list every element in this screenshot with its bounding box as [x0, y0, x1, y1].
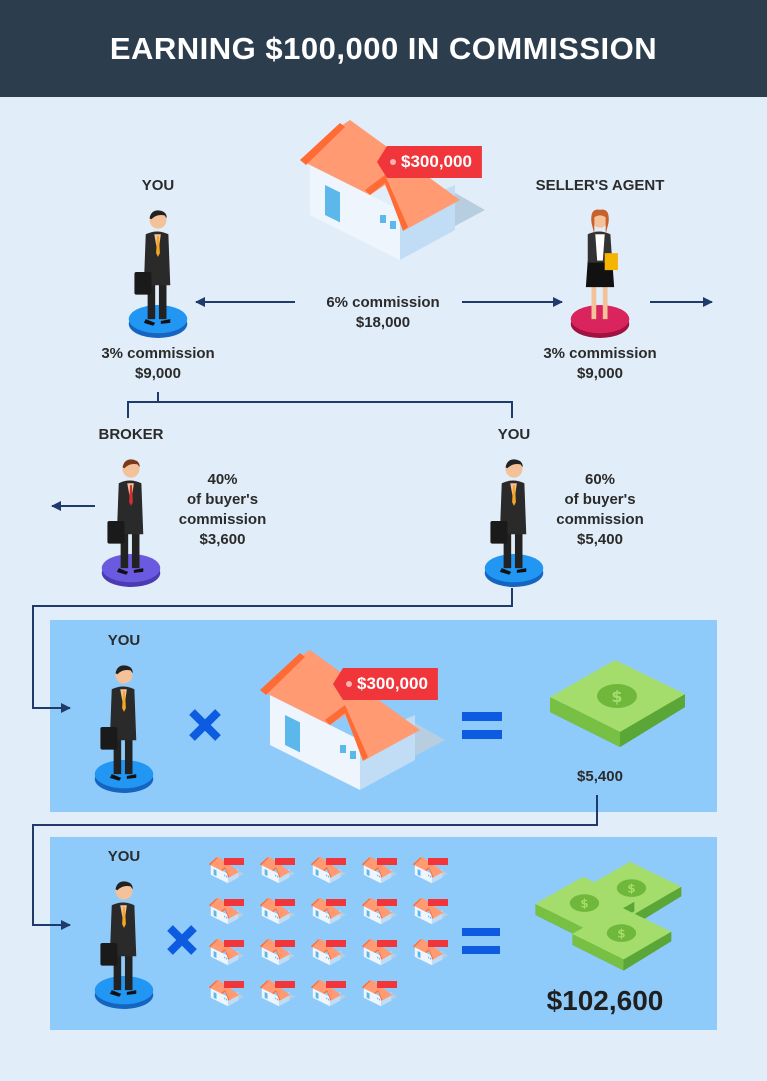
broker-desc: of buyer's — [186, 491, 259, 508]
seller-commission-amt: $9,000 — [577, 365, 623, 382]
mini-price-tag-icon — [326, 858, 346, 865]
you-desc2: commission — [556, 511, 644, 528]
broker-amt: $3,600 — [199, 531, 246, 548]
you-desc: of buyer's — [564, 491, 636, 508]
you-commission-amt: $9,000 — [135, 365, 181, 382]
mini-price-tag-icon — [275, 858, 295, 865]
mini-price-tag-icon — [326, 899, 346, 906]
mini-price-tag-icon — [224, 981, 244, 988]
you-split-label: YOU — [497, 426, 531, 443]
you-commission-pct: 3% commission — [101, 345, 215, 362]
mini-price-tag-icon — [428, 858, 448, 865]
mini-price-tag-icon — [275, 981, 295, 988]
mini-price-tag-icon — [224, 940, 244, 947]
mini-price-tag-icon — [428, 899, 448, 906]
broker-pct: 40% — [207, 471, 238, 488]
mini-price-tag-icon — [224, 899, 244, 906]
multiply-icon — [167, 925, 197, 955]
broker-label: BROKER — [98, 426, 164, 443]
mini-price-tag-icon — [275, 899, 295, 906]
panel1-you-label: YOU — [107, 632, 141, 649]
broker-figure — [98, 446, 164, 596]
panel2-you-label: YOU — [107, 848, 141, 865]
price-tag: $300,000 — [377, 146, 482, 178]
money-stack-icon — [540, 652, 690, 752]
mini-price-tag-icon — [326, 981, 346, 988]
panel2-you-figure — [91, 868, 157, 1018]
mini-price-tag-icon — [377, 940, 397, 947]
mini-price-tag-icon — [326, 940, 346, 947]
mini-price-tag-icon — [275, 940, 295, 947]
house-illustration — [290, 115, 490, 265]
seller-commission-pct: 3% commission — [543, 345, 657, 362]
equals-icon — [462, 928, 500, 954]
you-amt: $5,400 — [577, 531, 623, 548]
mini-price-tag-icon — [377, 858, 397, 865]
equals-icon — [462, 712, 502, 739]
you-share: 60% of buyer's commission $5,400 — [540, 470, 660, 550]
total-commission-amt: $18,000 — [355, 314, 411, 331]
you-label: YOU — [141, 177, 175, 194]
multiply-icon — [189, 709, 221, 741]
you-agent-figure — [125, 197, 191, 347]
panel2-result: $102,600 — [546, 985, 664, 1016]
panel1-house — [250, 640, 450, 800]
money-stack-icon — [565, 900, 675, 975]
you-commission: 3% commission $9,000 — [78, 344, 238, 384]
total-commission: 6% commission $18,000 — [300, 293, 466, 333]
mini-price-tag-icon — [377, 981, 397, 988]
broker-desc2: commission — [178, 511, 267, 528]
you-pct: 60% — [584, 471, 616, 488]
mini-price-tag-icon — [428, 940, 448, 947]
panel1-price-tag: $300,000 — [333, 668, 438, 700]
panel1-you-figure — [91, 652, 157, 802]
broker-share: 40% of buyer's commission $3,600 — [160, 470, 285, 550]
seller-agent-figure — [567, 197, 633, 347]
seller-agent-label: SELLER'S AGENT — [535, 177, 665, 194]
total-commission-pct: 6% commission — [326, 294, 440, 311]
mini-price-tag-icon — [377, 899, 397, 906]
you-split-figure — [481, 446, 547, 596]
mini-price-tag-icon — [224, 858, 244, 865]
seller-commission: 3% commission $9,000 — [520, 344, 680, 384]
page-title: EARNING $100,000 IN COMMISSION — [0, 0, 767, 97]
panel1-result: $5,400 — [577, 768, 623, 785]
